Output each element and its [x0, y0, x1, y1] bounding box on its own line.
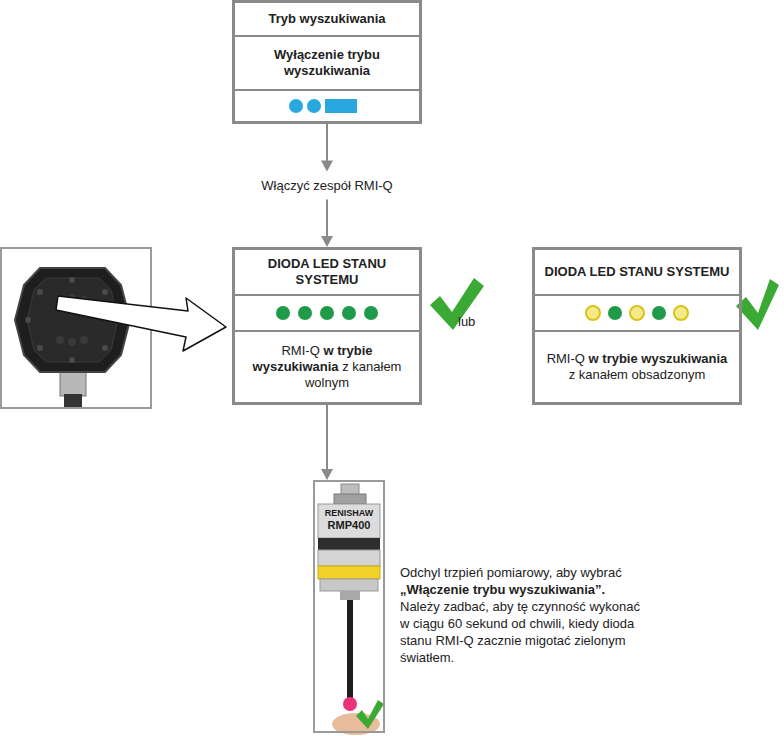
bold-run: wyszukiwania: [253, 359, 339, 374]
box-body: RMI-Q w trybie wyszukiwania z kanałem ob…: [543, 351, 731, 383]
probe-band: [318, 538, 380, 550]
check-mark: [736, 279, 779, 330]
pointer-arrow: [56, 296, 226, 351]
probe-status-ring: [318, 566, 380, 579]
bold-run: trybie: [337, 343, 372, 358]
connector-line: [326, 200, 328, 238]
status-box: Tryb wyszukiwaniaWyłączenie trybu wyszuk…: [232, 0, 422, 124]
arrow-head: [321, 236, 333, 247]
led-dot: [342, 306, 356, 320]
photo-caption: RENISHAW: [325, 508, 374, 519]
stylus-ball: [343, 697, 357, 711]
step-label: Włączyć zespół RMI-Q: [257, 176, 396, 196]
led-dot: [307, 99, 321, 113]
rmp400-probe: [318, 484, 380, 735]
flow-arrow: [321, 405, 333, 480]
text-section: DIODA LED STANU SYSTEMU: [535, 250, 739, 294]
led-section: [535, 294, 739, 330]
led-dot: [586, 306, 600, 320]
led-dot: [289, 99, 303, 113]
arrow-head: [321, 161, 333, 172]
led-section: [235, 89, 419, 121]
text-section: DIODA LED STANU SYSTEMU: [235, 250, 419, 294]
led-dot: [630, 306, 644, 320]
check-mark: [356, 700, 384, 729]
bold-run: w: [323, 343, 333, 358]
probe-neck: [334, 494, 366, 504]
probe-base: [320, 579, 378, 591]
rmiq-photo: [1, 248, 226, 408]
bold-run: „Włączenie: [400, 582, 469, 597]
box-heading: Tryb wyszukiwania: [268, 11, 385, 27]
status-led-row: [572, 303, 702, 323]
box-body: RMI-Q w trybie wyszukiwania z kanałem wo…: [243, 343, 411, 391]
bold-run: wyszukiwania: [641, 351, 727, 366]
bold-run: wyszukiwania”.: [509, 582, 605, 597]
photo-box: RENISHAWRMP400: [313, 480, 385, 733]
led-dot: [608, 306, 622, 320]
photo-frame: [1, 248, 151, 408]
status-box: DIODA LED STANU SYSTEMU RMI-Q w trybie wy…: [532, 247, 742, 405]
led-section: [235, 294, 419, 330]
led-dot: [320, 306, 334, 320]
connector-line: [326, 405, 328, 470]
led-dot: [364, 306, 378, 320]
led-dot: [298, 306, 312, 320]
cable: [64, 394, 82, 407]
instruction-note: Odchyl trzpień pomiarowy, aby wybrać „Wł…: [400, 564, 646, 666]
probe-body: [318, 504, 380, 538]
text-section: RMI-Q w trybie wyszukiwania z kanałem ob…: [535, 330, 739, 402]
arrow-head: [321, 469, 333, 480]
check-mark: [430, 278, 484, 330]
text-section: RMI-Q w trybie wyszukiwania z kanałem wo…: [235, 330, 419, 402]
probe-lower-body: [318, 550, 380, 566]
photo-caption: RMP400: [328, 519, 371, 531]
or-label: lub: [458, 313, 498, 330]
bold-run: w: [589, 351, 599, 366]
probe-nut: [341, 484, 359, 495]
status-led-row: [262, 96, 392, 116]
text-section: Wyłączenie trybu wyszukiwania: [235, 35, 419, 89]
bold-run: trybu: [473, 582, 506, 597]
text-section: Tryb wyszukiwania: [235, 3, 419, 35]
connector-line: [326, 124, 328, 162]
status-box: DIODA LED STANU SYSTEMU RMI-Q w trybie wy…: [232, 247, 422, 405]
led-dot: [652, 306, 666, 320]
box-heading: DIODA LED STANU SYSTEMU: [545, 264, 730, 280]
status-led-row: [262, 303, 392, 323]
box-body: Wyłączenie trybu wyszukiwania: [243, 47, 411, 79]
led-dot: [276, 306, 290, 320]
box-heading: DIODA LED STANU SYSTEMU: [243, 256, 411, 288]
bold-run: trybie: [602, 351, 637, 366]
stylus: [347, 600, 353, 698]
probe-holder: [340, 591, 360, 600]
led-bar: [325, 99, 357, 113]
led-dot: [674, 306, 688, 320]
